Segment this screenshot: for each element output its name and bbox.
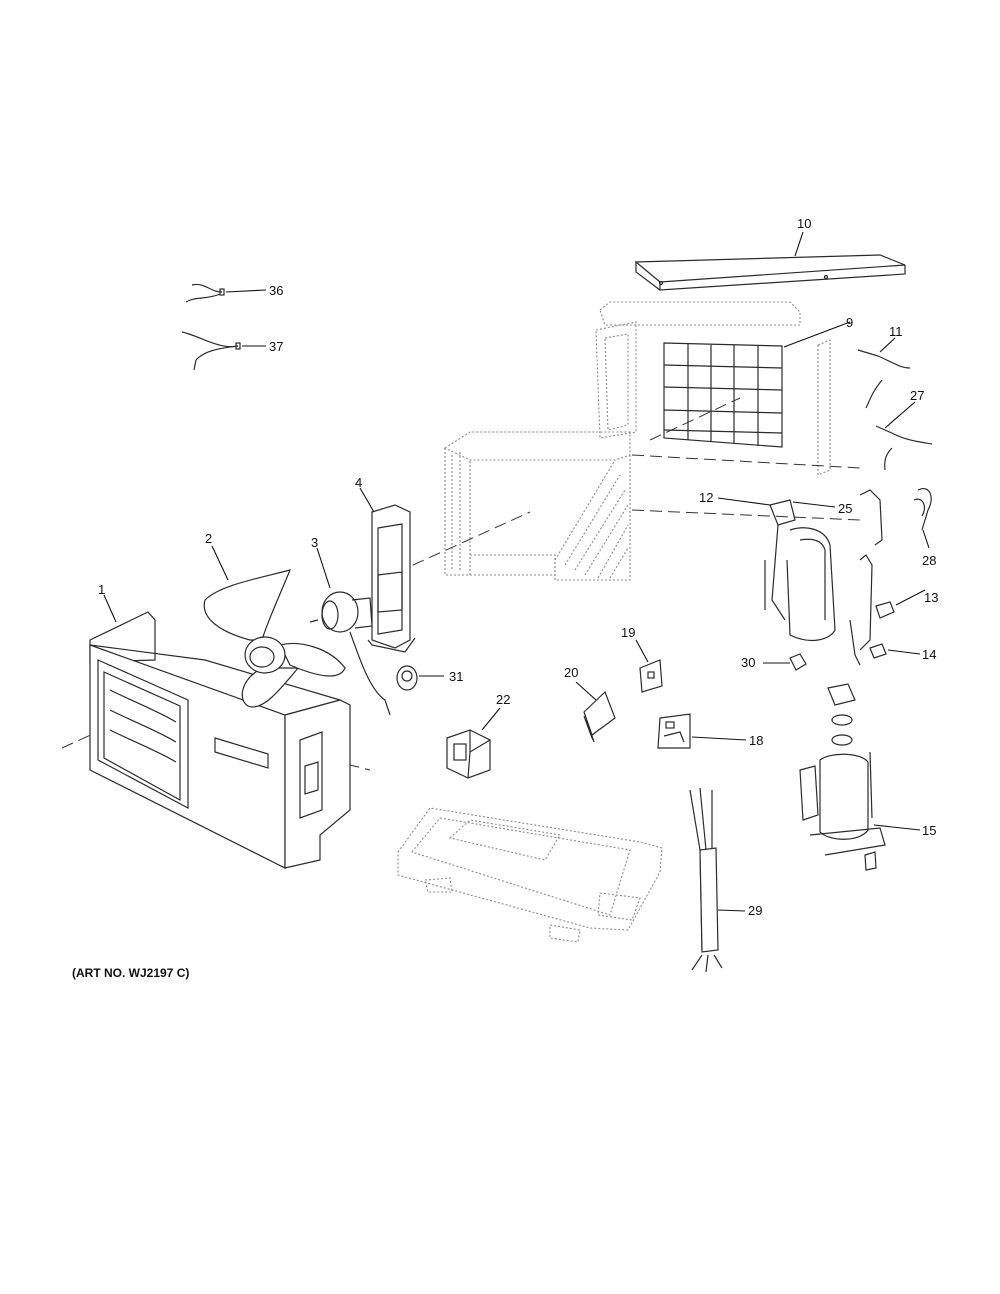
ghost-base-pan	[397, 807, 663, 943]
callout-13: 13	[924, 590, 938, 605]
compressor	[799, 683, 886, 871]
art-number-caption: (ART NO. WJ2197 C)	[72, 966, 190, 980]
callout-22: 22	[496, 692, 510, 707]
reactor-coil	[913, 488, 932, 531]
callout-37: 37	[269, 339, 283, 354]
callout-18: 18	[749, 733, 763, 748]
control-box	[446, 729, 491, 779]
fan-nut	[396, 665, 418, 691]
callout-9: 9	[846, 315, 853, 330]
sensor-wire-11	[857, 349, 911, 409]
callout-14: 14	[922, 647, 936, 662]
callouts: 1 2 3 4 9 10 11 12 13 14 15 18 19 20 22 …	[98, 216, 938, 918]
piping-assembly	[764, 489, 895, 666]
callout-11: 11	[889, 324, 903, 339]
power-cord	[689, 787, 723, 973]
callout-15: 15	[922, 823, 936, 838]
top-cover	[634, 254, 906, 291]
callout-27: 27	[910, 388, 924, 403]
callout-1: 1	[98, 582, 105, 597]
wire-harness-36	[185, 283, 225, 303]
callout-2: 2	[205, 531, 212, 546]
sensor-wire-27	[875, 425, 933, 471]
terminal-block	[789, 653, 807, 671]
callout-10: 10	[797, 216, 811, 231]
insulation-pad	[583, 690, 616, 743]
pcb-board	[657, 713, 691, 749]
ghost-rear-panel	[595, 301, 831, 476]
callout-29: 29	[748, 903, 762, 918]
callout-4: 4	[355, 475, 362, 490]
fan-motor	[309, 591, 391, 716]
callout-31: 31	[449, 669, 463, 684]
callout-12: 12	[699, 490, 713, 505]
callout-30: 30	[741, 655, 755, 670]
callout-36: 36	[269, 283, 283, 298]
ghost-heat-exchanger	[443, 431, 631, 581]
motor-bracket	[367, 504, 416, 653]
sensor-board	[639, 659, 663, 693]
callout-19: 19	[621, 625, 635, 640]
callout-3: 3	[311, 535, 318, 550]
callout-20: 20	[564, 665, 578, 680]
rear-grille	[663, 342, 783, 448]
outer-cabinet	[89, 611, 351, 869]
leader-lines	[103, 231, 930, 912]
fan-blade	[203, 569, 346, 708]
callout-25: 25	[838, 501, 852, 516]
callout-28: 28	[922, 553, 936, 568]
wire-harness-37	[181, 331, 241, 371]
